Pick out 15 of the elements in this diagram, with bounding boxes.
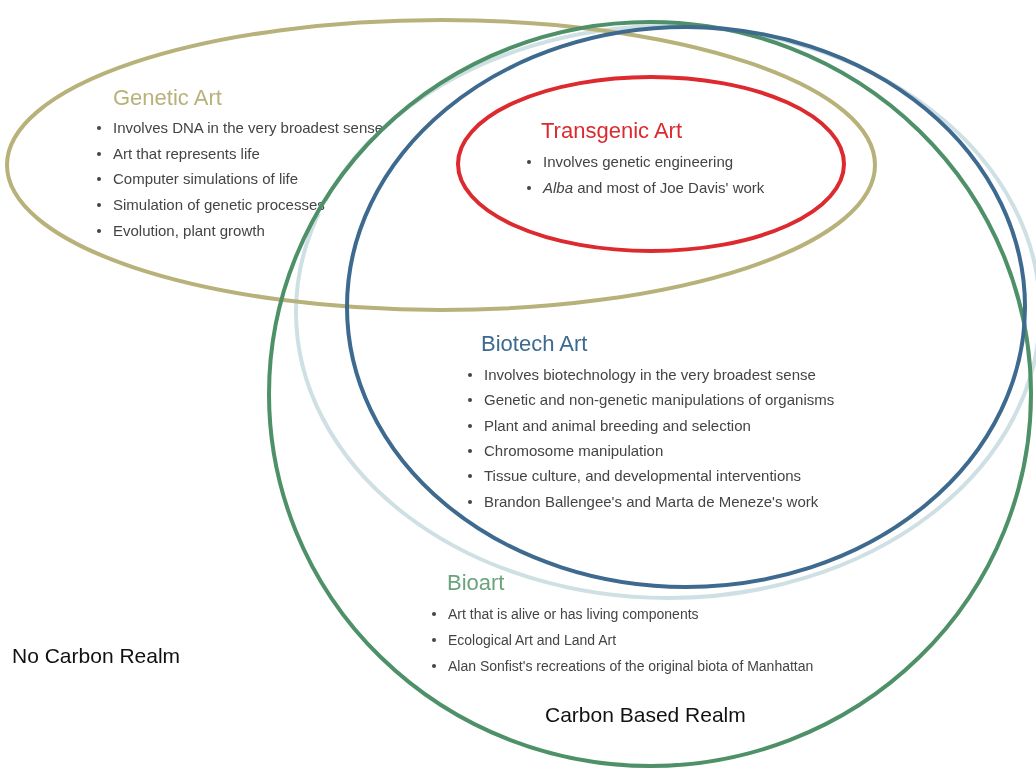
category-heading: Bioart <box>447 570 505 596</box>
bullet-point: Ecological Art and Land Art <box>446 631 619 649</box>
bullet-point: Involves biotechnology in the very broadest sense <box>482 366 818 384</box>
venn-ellipse <box>456 75 846 253</box>
bullet-point: Involves genetic engineering <box>541 153 736 171</box>
realm-label: Carbon Based Realm <box>545 703 746 727</box>
bullet-point: Genetic and non-genetic manipulations of organisms <box>482 391 837 410</box>
category-heading: Genetic Art <box>113 85 222 111</box>
bullet-point: Art that is alive or has living components <box>446 605 701 623</box>
bullet-point: Computer simulations of life <box>111 170 301 189</box>
category-heading: Transgenic Art <box>541 118 683 144</box>
bullet-point: Alan Sonfist's recreations of the original biota of Manhattan <box>446 657 816 675</box>
realm-label: No Carbon Realm <box>12 644 181 668</box>
bullet-point: Tissue culture, and developmental interventions <box>482 467 804 486</box>
category-heading: Biotech Art <box>481 331 588 357</box>
